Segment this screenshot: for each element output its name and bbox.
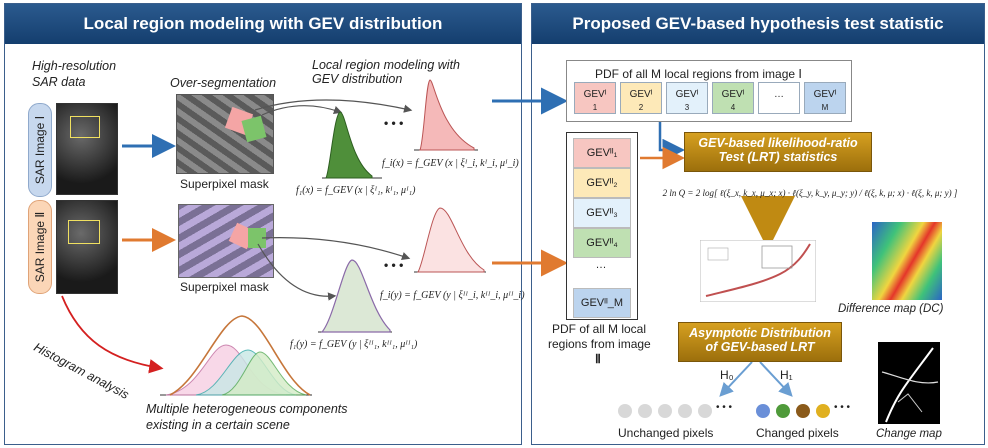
arrow-h1 (759, 361, 793, 397)
arrow-pdf1-to-lrt (658, 118, 685, 162)
lrt-box: GEV-based likelihood-ratio Test (LRT) st… (684, 132, 872, 172)
plot-curve (705, 243, 811, 297)
gev-image1-cell: GEVᴵ 2 (620, 82, 662, 114)
hr-sar-label-1: High-resolution (32, 59, 117, 73)
difference-map (872, 222, 942, 300)
changed-pixels-label: Changed pixels (756, 426, 839, 440)
changed-dot-gold (816, 404, 830, 418)
change-map-pattern (881, 347, 939, 423)
gev-image1-cell-name: GEVᴵ (813, 89, 837, 100)
lrt-formula: 2 ln Q = 2 log[ ℓ(ξ_x, k_x, μ_x; x) · ℓ(… (662, 188, 958, 198)
lrt-line1: GEV-based likelihood-ratio (698, 136, 858, 150)
arrow-to-second-pink-curve (261, 237, 411, 261)
gev-curve-green (325, 111, 373, 179)
ellipsis-bottom: • • • (384, 258, 404, 272)
gev-image2-cell: GEVᴵᴵ_M (573, 288, 631, 318)
sar-image-2-label: SAR Image Ⅱ (28, 200, 52, 294)
lrt-distribution-plot (700, 240, 816, 302)
pdf-image2-line3: Ⅱ (595, 352, 601, 366)
plot-inset (761, 245, 793, 269)
asymptotic-line1: Asymptotic Distribution (689, 326, 831, 340)
arrow-h0 (719, 361, 753, 397)
asymptotic-line2: of GEV-based LRT (705, 340, 815, 354)
lrt-line2: Test (LRT) statistics (718, 150, 838, 164)
ellipsis-top: • • • (384, 116, 404, 130)
unchanged-pixels-label: Unchanged pixels (618, 426, 714, 440)
formula-fi-image1: f_i(x) = f_GEV (x | ξᴵ_i, kᴵ_i, μᴵ_i) (382, 158, 519, 169)
change-map (878, 342, 940, 424)
unchanged-dot-4 (678, 404, 692, 418)
pdf-image2-line2: regions from image (548, 337, 651, 351)
unchanged-dot-3 (658, 404, 672, 418)
formula-f1-image1: f₁(x) = f_GEV (x | ξᴵ₁, kᴵ₁, μᴵ₁) (296, 185, 416, 196)
histogram-arrow (61, 295, 164, 374)
pdf-image2-line1: PDF of all M local (552, 322, 647, 336)
gev-image1-cell: GEVᴵ 3 (666, 82, 708, 114)
formula-f1-image2: f₁(y) = f_GEV (y | ξᴵᴵ₁, kᴵᴵ₁, μᴵᴵ₁) (290, 339, 418, 350)
superpixel-region-green-2 (248, 228, 266, 248)
over-segmentation-label: Over-segmentation (170, 76, 277, 90)
gev-image1-cell-index: M (821, 103, 829, 112)
gev-image1-cell-index: 3 (684, 103, 690, 112)
h0-label: H₀ (720, 368, 734, 382)
multi-components-line-2: existing in a certain scene (146, 418, 290, 432)
plot-frame (700, 240, 816, 302)
changed-dot-blue (756, 404, 770, 418)
gev-image2-cell: GEVᴵᴵ₁ (573, 138, 631, 168)
h1-label: H₁ (780, 368, 793, 382)
change-map-label: Change map (876, 428, 942, 440)
gev-curve-pink (419, 79, 475, 151)
superpixel-mask-label-1: Superpixel mask (180, 177, 269, 191)
left-panel-graphics (61, 79, 486, 396)
gev-image1-cell-name: GEVᴵ (583, 89, 607, 100)
arrow-to-purple-curve (257, 243, 337, 301)
gev-image2-cell: GEVᴵᴵ₃ (573, 198, 631, 228)
unchanged-dot-2 (638, 404, 652, 418)
asymptotic-box: Asymptotic Distribution of GEV-based LRT (678, 322, 842, 362)
gev-image1-cell-name: GEVᴵ (629, 89, 653, 100)
sar-image-1-label: SAR Image Ⅰ (28, 103, 52, 197)
local-modeling-label-2: GEV distribution (312, 72, 403, 86)
gev-image1-cell: … (758, 82, 800, 114)
changed-ellipsis: • • • (834, 402, 851, 413)
unchanged-ellipsis: • • • (716, 402, 733, 413)
changed-dot-green (776, 404, 790, 418)
gev-image1-cell-name: … (774, 89, 784, 100)
formula-fi-image2: f_i(y) = f_GEV (y | ξᴵᴵ_i, kᴵᴵ_i, μᴵᴵ_i) (380, 290, 525, 301)
changed-dot-brown (796, 404, 810, 418)
superpixel-mask-label-2: Superpixel mask (180, 280, 269, 294)
sar-image-2-roi (68, 220, 100, 244)
gev-image1-cell-name: GEVᴵ (721, 89, 745, 100)
gev-image1-cell: GEVᴵ 4 (712, 82, 754, 114)
sar-image-1-roi (70, 116, 100, 138)
gev-image2-cell: GEVᴵᴵ₂ (573, 168, 631, 198)
difference-map-label: Difference map (DC) (838, 303, 944, 315)
gev-image1-cell-name: GEVᴵ (675, 89, 699, 100)
arrow-to-green-curve (261, 105, 343, 116)
gev-image1-cell-index: 2 (638, 103, 644, 112)
mixture-envelope (169, 315, 311, 396)
multi-components-line-1: Multiple heterogeneous components (146, 402, 348, 416)
arrow-to-pink-curve (254, 99, 413, 113)
unchanged-dot-1 (618, 404, 632, 418)
hr-sar-label-2: SAR data (32, 75, 86, 89)
pdf-image1-title: PDF of all M local regions from image Ⅰ (595, 67, 802, 81)
plot-legend (707, 247, 729, 261)
gev-image2-cell: GEVᴵᴵ₄ (573, 228, 631, 258)
sar-image-1 (56, 103, 118, 195)
gev-image2-cell: … (573, 258, 629, 272)
right-panel-title: Proposed GEV-based hypothesis test stati… (532, 4, 984, 44)
gev-image1-cell-index: 1 (592, 103, 598, 112)
mixture-component-green (221, 351, 307, 396)
sar-image-2 (56, 200, 118, 294)
gev-image1-cell-index: 4 (730, 103, 736, 112)
gev-curve-pink-2 (417, 207, 485, 273)
local-modeling-label-1: Local region modeling with (312, 58, 461, 72)
left-panel-title: Local region modeling with GEV distribut… (5, 4, 521, 44)
gev-image1-cell: GEVᴵ 1 (574, 82, 616, 114)
gev-curve-purple (320, 259, 391, 333)
unchanged-dot-5 (698, 404, 712, 418)
